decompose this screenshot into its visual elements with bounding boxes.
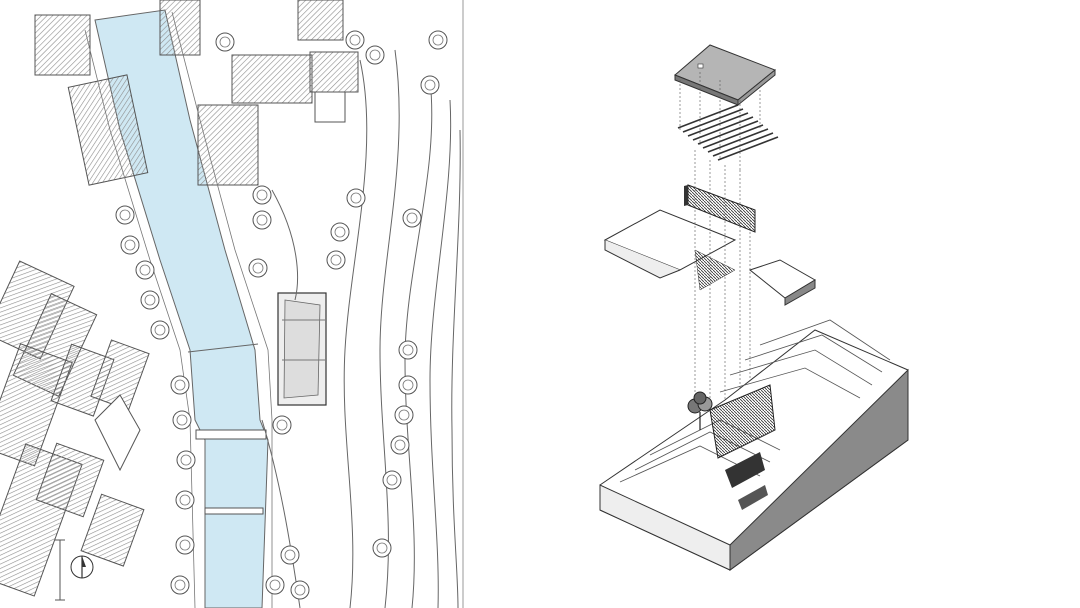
- terrain-base: [599, 319, 909, 571]
- buildings-right-bank: [159, 0, 359, 186]
- roof-slab: [674, 44, 776, 107]
- buildings-left-bank: [0, 14, 150, 597]
- footbridge-lower: [204, 507, 264, 515]
- exploded-axonometric-drawing: [560, 0, 940, 608]
- north-arrow-icon: [70, 555, 94, 579]
- site-plan-drawing: [0, 0, 465, 608]
- facade-screen: [684, 184, 756, 233]
- tree-icon: [687, 391, 713, 430]
- projection-lines: [679, 72, 761, 430]
- new-building-plan: [277, 292, 327, 406]
- axonometric-svg: [599, 44, 909, 571]
- weir-line: [187, 343, 259, 353]
- site-plan-svg: [0, 0, 464, 608]
- bank-lines: [84, 11, 273, 608]
- footbridge: [195, 429, 267, 440]
- roof-beams: [677, 104, 779, 161]
- floor-plates: [603, 209, 816, 306]
- contour-lines: [261, 49, 461, 608]
